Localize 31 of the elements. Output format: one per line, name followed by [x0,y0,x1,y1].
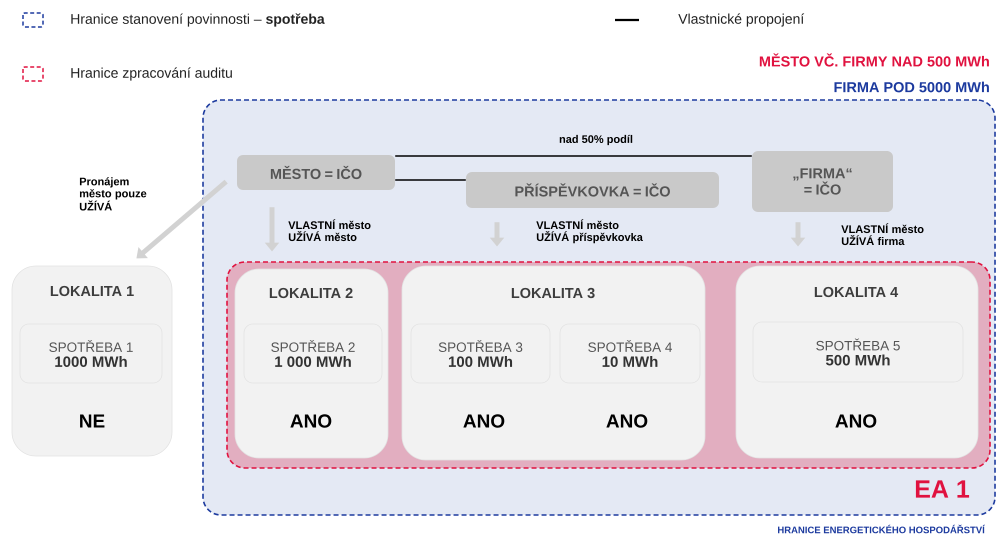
card-title: LOKALITA 4 [814,286,898,298]
heading-text: FIRMA POD 5000 MWh [834,82,989,92]
answer-text: ANO [463,414,504,428]
answer-text: NE [80,414,104,428]
card-title: LOKALITA 1 [50,286,134,296]
connector-line [395,179,466,181]
card-title: LOKALITA 2 [270,288,353,298]
energy-boundary-label: HRANICE ENERGETICKÉHO HOSPODÁŘSTVÍ [778,524,985,534]
edge-label: VLASTNÍ město UŽÍVÁ firma [841,223,924,246]
card-title: LOKALITA 3 [512,288,595,298]
edge-label: Pronájem město pouze UŽÍVÁ [80,177,146,211]
edge-label: VLASTNÍ město UŽÍVÁ příspěvkovka [536,219,643,244]
consumption-box: SPOTŘEBA 2 1 000 MWh [244,324,382,384]
edge-label: nad 50% podíl [560,134,632,146]
legend-text: Hranice zpracování auditu [71,67,232,81]
consumption-box: SPOTŘEBA 3 100 MWh [410,324,550,384]
entity-box: MĚSTO = IČO [237,155,395,190]
answer-text: ANO [290,414,332,428]
edge-label: VLASTNÍ město UŽÍVÁ město [288,219,371,242]
legend-text: Hranice stanovení povinnosti – spotřeba [71,13,325,27]
legend-text: Vlastnické propojení [678,13,804,27]
region-label: EA 1 [916,480,970,498]
consumption-box: SPOTŘEBA 1 1000 MWh [20,324,162,384]
answer-text: ANO [606,414,648,428]
heading-text: MĚSTO VČ. FIRMY NAD 500 MWh [760,53,989,67]
answer-text: ANO [835,414,876,428]
consumption-box: SPOTŘEBA 4 10 MWh [560,324,700,384]
connector-line [395,155,752,157]
entity-box: PŘÍSPĚVKOVKA = IČO [466,172,719,208]
consumption-box: SPOTŘEBA 5 500 MWh [752,322,964,382]
entity-box: „FIRMA“ = IČO [752,151,893,212]
